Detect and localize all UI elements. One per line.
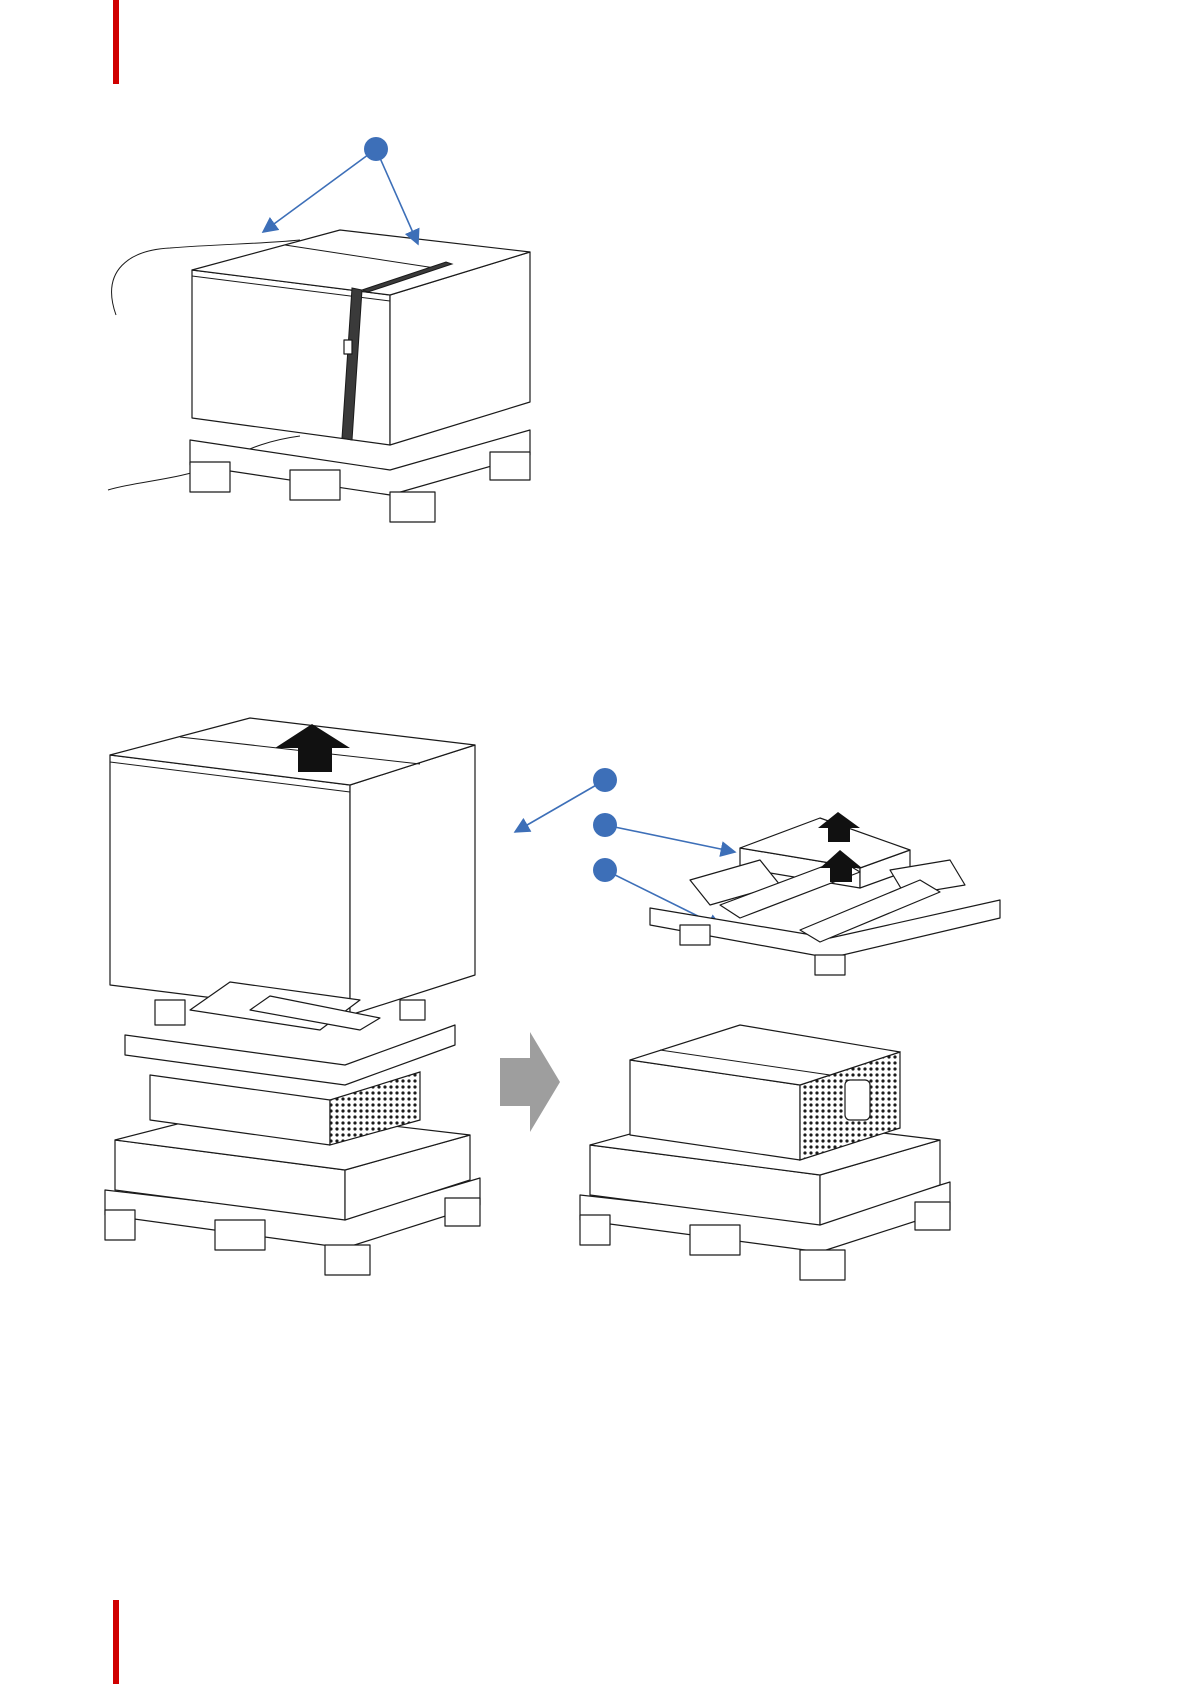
callout-marker xyxy=(364,137,388,161)
figure-unpacking xyxy=(100,700,1040,1370)
packed-pallet xyxy=(105,982,480,1275)
unpacked-projector xyxy=(580,1025,950,1280)
box-lid xyxy=(110,718,475,1015)
pallet xyxy=(190,430,530,522)
foam-insert xyxy=(650,860,1000,975)
bottom-accent-bar xyxy=(113,1600,119,1684)
gray-arrow-icon xyxy=(500,1032,560,1132)
figure-strapped-box xyxy=(100,140,560,520)
shipping-box xyxy=(192,230,530,445)
callout-1 xyxy=(263,137,418,244)
callout-3 xyxy=(593,813,735,852)
top-accent-bar xyxy=(113,0,119,84)
